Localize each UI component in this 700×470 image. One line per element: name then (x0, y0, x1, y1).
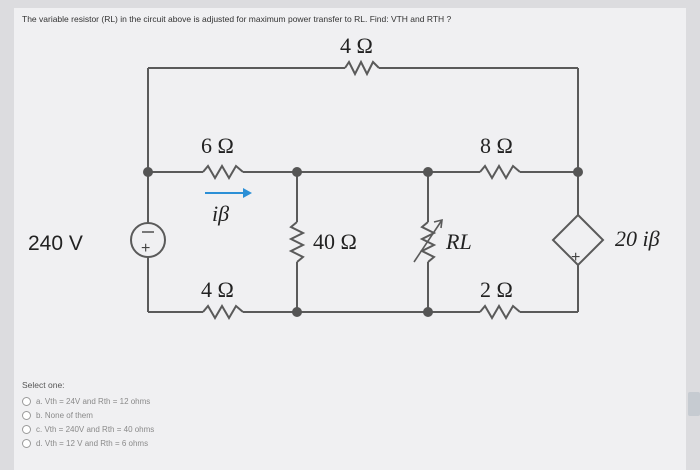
node (573, 167, 583, 177)
resistor-2 (479, 304, 521, 320)
option-label: b. None of them (36, 410, 93, 420)
label-r-top: 4 Ω (340, 33, 373, 58)
label-rl: RL (445, 229, 472, 254)
source-plus-sign: + (141, 240, 150, 257)
option-c[interactable]: c. Vth = 240V and Rth = 40 ohms (22, 422, 154, 436)
radio-icon[interactable] (22, 396, 31, 406)
resistor-8 (479, 164, 521, 180)
current-arrow-icon (205, 188, 252, 198)
option-d[interactable]: d. Vth = 12 V and Rth = 6 ohms (22, 436, 154, 450)
resistor-bottom-4 (202, 304, 244, 320)
node (143, 167, 153, 177)
label-current: iβ (212, 201, 229, 226)
option-label: c. Vth = 240V and Rth = 40 ohms (36, 424, 155, 434)
label-source-voltage: 240 V (28, 232, 83, 255)
scroll-handle[interactable] (688, 392, 700, 416)
option-b[interactable]: b. None of them (22, 408, 154, 422)
circuit-wires (147, 67, 579, 313)
circuit-nodes (143, 167, 583, 317)
option-a[interactable]: a. Vth = 24V and Rth = 12 ohms (22, 394, 154, 408)
resistor-6 (202, 164, 244, 180)
voltage-source-icon (130, 222, 166, 258)
label-r-6: 6 Ω (201, 133, 234, 158)
option-label: a. Vth = 24V and Rth = 12 ohms (36, 396, 151, 406)
node (423, 307, 433, 317)
dep-plus-sign: + (571, 249, 580, 266)
answer-options: a. Vth = 24V and Rth = 12 ohms b. None o… (22, 394, 154, 450)
radio-icon[interactable] (22, 410, 31, 420)
radio-icon[interactable] (22, 424, 31, 434)
question-panel (14, 8, 686, 470)
node (292, 167, 302, 177)
option-label: d. Vth = 12 V and Rth = 6 ohms (36, 438, 149, 448)
question-text: The variable resistor (RL) in the circui… (22, 14, 452, 24)
label-r-4: 4 Ω (201, 277, 234, 302)
select-one-label: Select one: (22, 380, 65, 390)
resistor-40 (288, 221, 306, 263)
node (423, 167, 433, 177)
resistor-top-4 (344, 59, 380, 77)
label-r-8: 8 Ω (480, 133, 513, 158)
radio-icon[interactable] (22, 438, 31, 448)
label-dependent-source: 20 iβ (615, 226, 660, 251)
label-r-2: 2 Ω (480, 277, 513, 302)
label-r-40: 40 Ω (313, 229, 357, 254)
node (292, 307, 302, 317)
dependent-source-icon (551, 213, 605, 267)
